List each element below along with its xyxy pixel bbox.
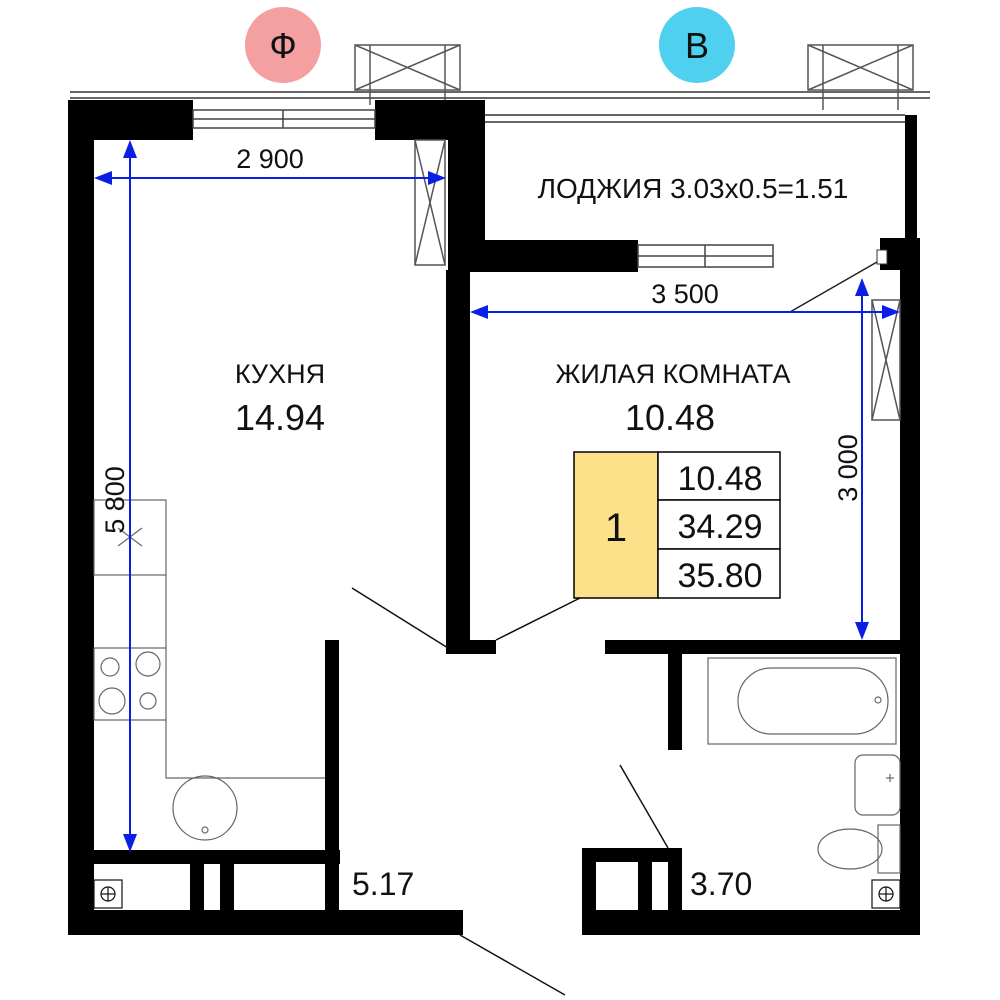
dim-arrow — [470, 305, 488, 319]
kitchen-area: 14.94 — [235, 397, 325, 438]
dimension-kitchen-width-label: 2 900 — [236, 144, 304, 174]
toilet-icon — [817, 824, 901, 874]
walls — [68, 100, 920, 935]
summary-cell — [657, 499, 781, 550]
dimension-kitchen-length — [123, 140, 137, 852]
compass-marker-east: В — [659, 7, 735, 83]
dimension-living-width-label: 3 500 — [651, 279, 719, 309]
dimension-living-length-label: 3 000 — [833, 434, 863, 502]
outlet-icon — [871, 879, 901, 909]
summary-living-area: 10.48 — [677, 460, 762, 498]
loggia-label: ЛОДЖИЯ 3.03x0.5=1.51 — [538, 173, 849, 204]
compass-marker-west-circle — [245, 7, 321, 83]
kitchen-counter — [93, 499, 325, 779]
dim-arrow — [855, 278, 869, 296]
compass-marker-east-label: В — [685, 25, 709, 66]
apartment-summary-badge: 1 10.48 34.29 35.80 — [573, 451, 781, 599]
bathtub-icon — [707, 657, 897, 745]
dimension-kitchen-width — [94, 171, 446, 185]
dim-arrow — [123, 140, 137, 158]
living-room-area: 10.48 — [625, 397, 715, 438]
facade-lines — [70, 91, 930, 123]
dimension-living-length — [855, 278, 869, 640]
dim-arrow — [428, 171, 446, 185]
living-room-name: ЖИЛАЯ КОМНАТА — [556, 359, 791, 389]
compass-marker-west: Ф — [245, 7, 321, 83]
summary-cell — [657, 548, 781, 599]
door-swings — [351, 587, 669, 996]
stove-icon — [98, 651, 161, 715]
dim-arrow — [882, 305, 900, 319]
railing-symbol-right — [807, 44, 914, 110]
railing-symbol-left — [354, 44, 461, 105]
dim-arrow — [855, 622, 869, 640]
summary-total-with-loggia: 35.80 — [677, 557, 762, 595]
dim-arrow — [123, 834, 137, 852]
window-kitchen-top — [192, 109, 376, 129]
window-living-right — [871, 299, 901, 421]
balcony-door-kitchen — [414, 139, 446, 266]
compass-marker-east-circle — [659, 7, 735, 83]
rooms-count: 1 — [605, 506, 627, 550]
kitchen-name: КУХНЯ — [235, 359, 325, 389]
summary-total-area: 34.29 — [677, 508, 762, 546]
dim-arrow — [94, 171, 112, 185]
compass-marker-west-label: Ф — [269, 25, 296, 66]
dimension-living-width — [470, 305, 900, 319]
kitchen-sink-icon — [172, 775, 238, 841]
bathroom-area: 3.70 — [690, 866, 752, 902]
dimension-kitchen-length-label: 5 800 — [100, 466, 130, 534]
hallway-area: 5.17 — [352, 866, 414, 902]
rooms-count-cell — [573, 451, 659, 599]
outlet-icon — [93, 879, 123, 909]
loggia-vent — [789, 249, 888, 313]
washbasin-icon — [854, 754, 901, 816]
window-living-top — [637, 244, 774, 268]
